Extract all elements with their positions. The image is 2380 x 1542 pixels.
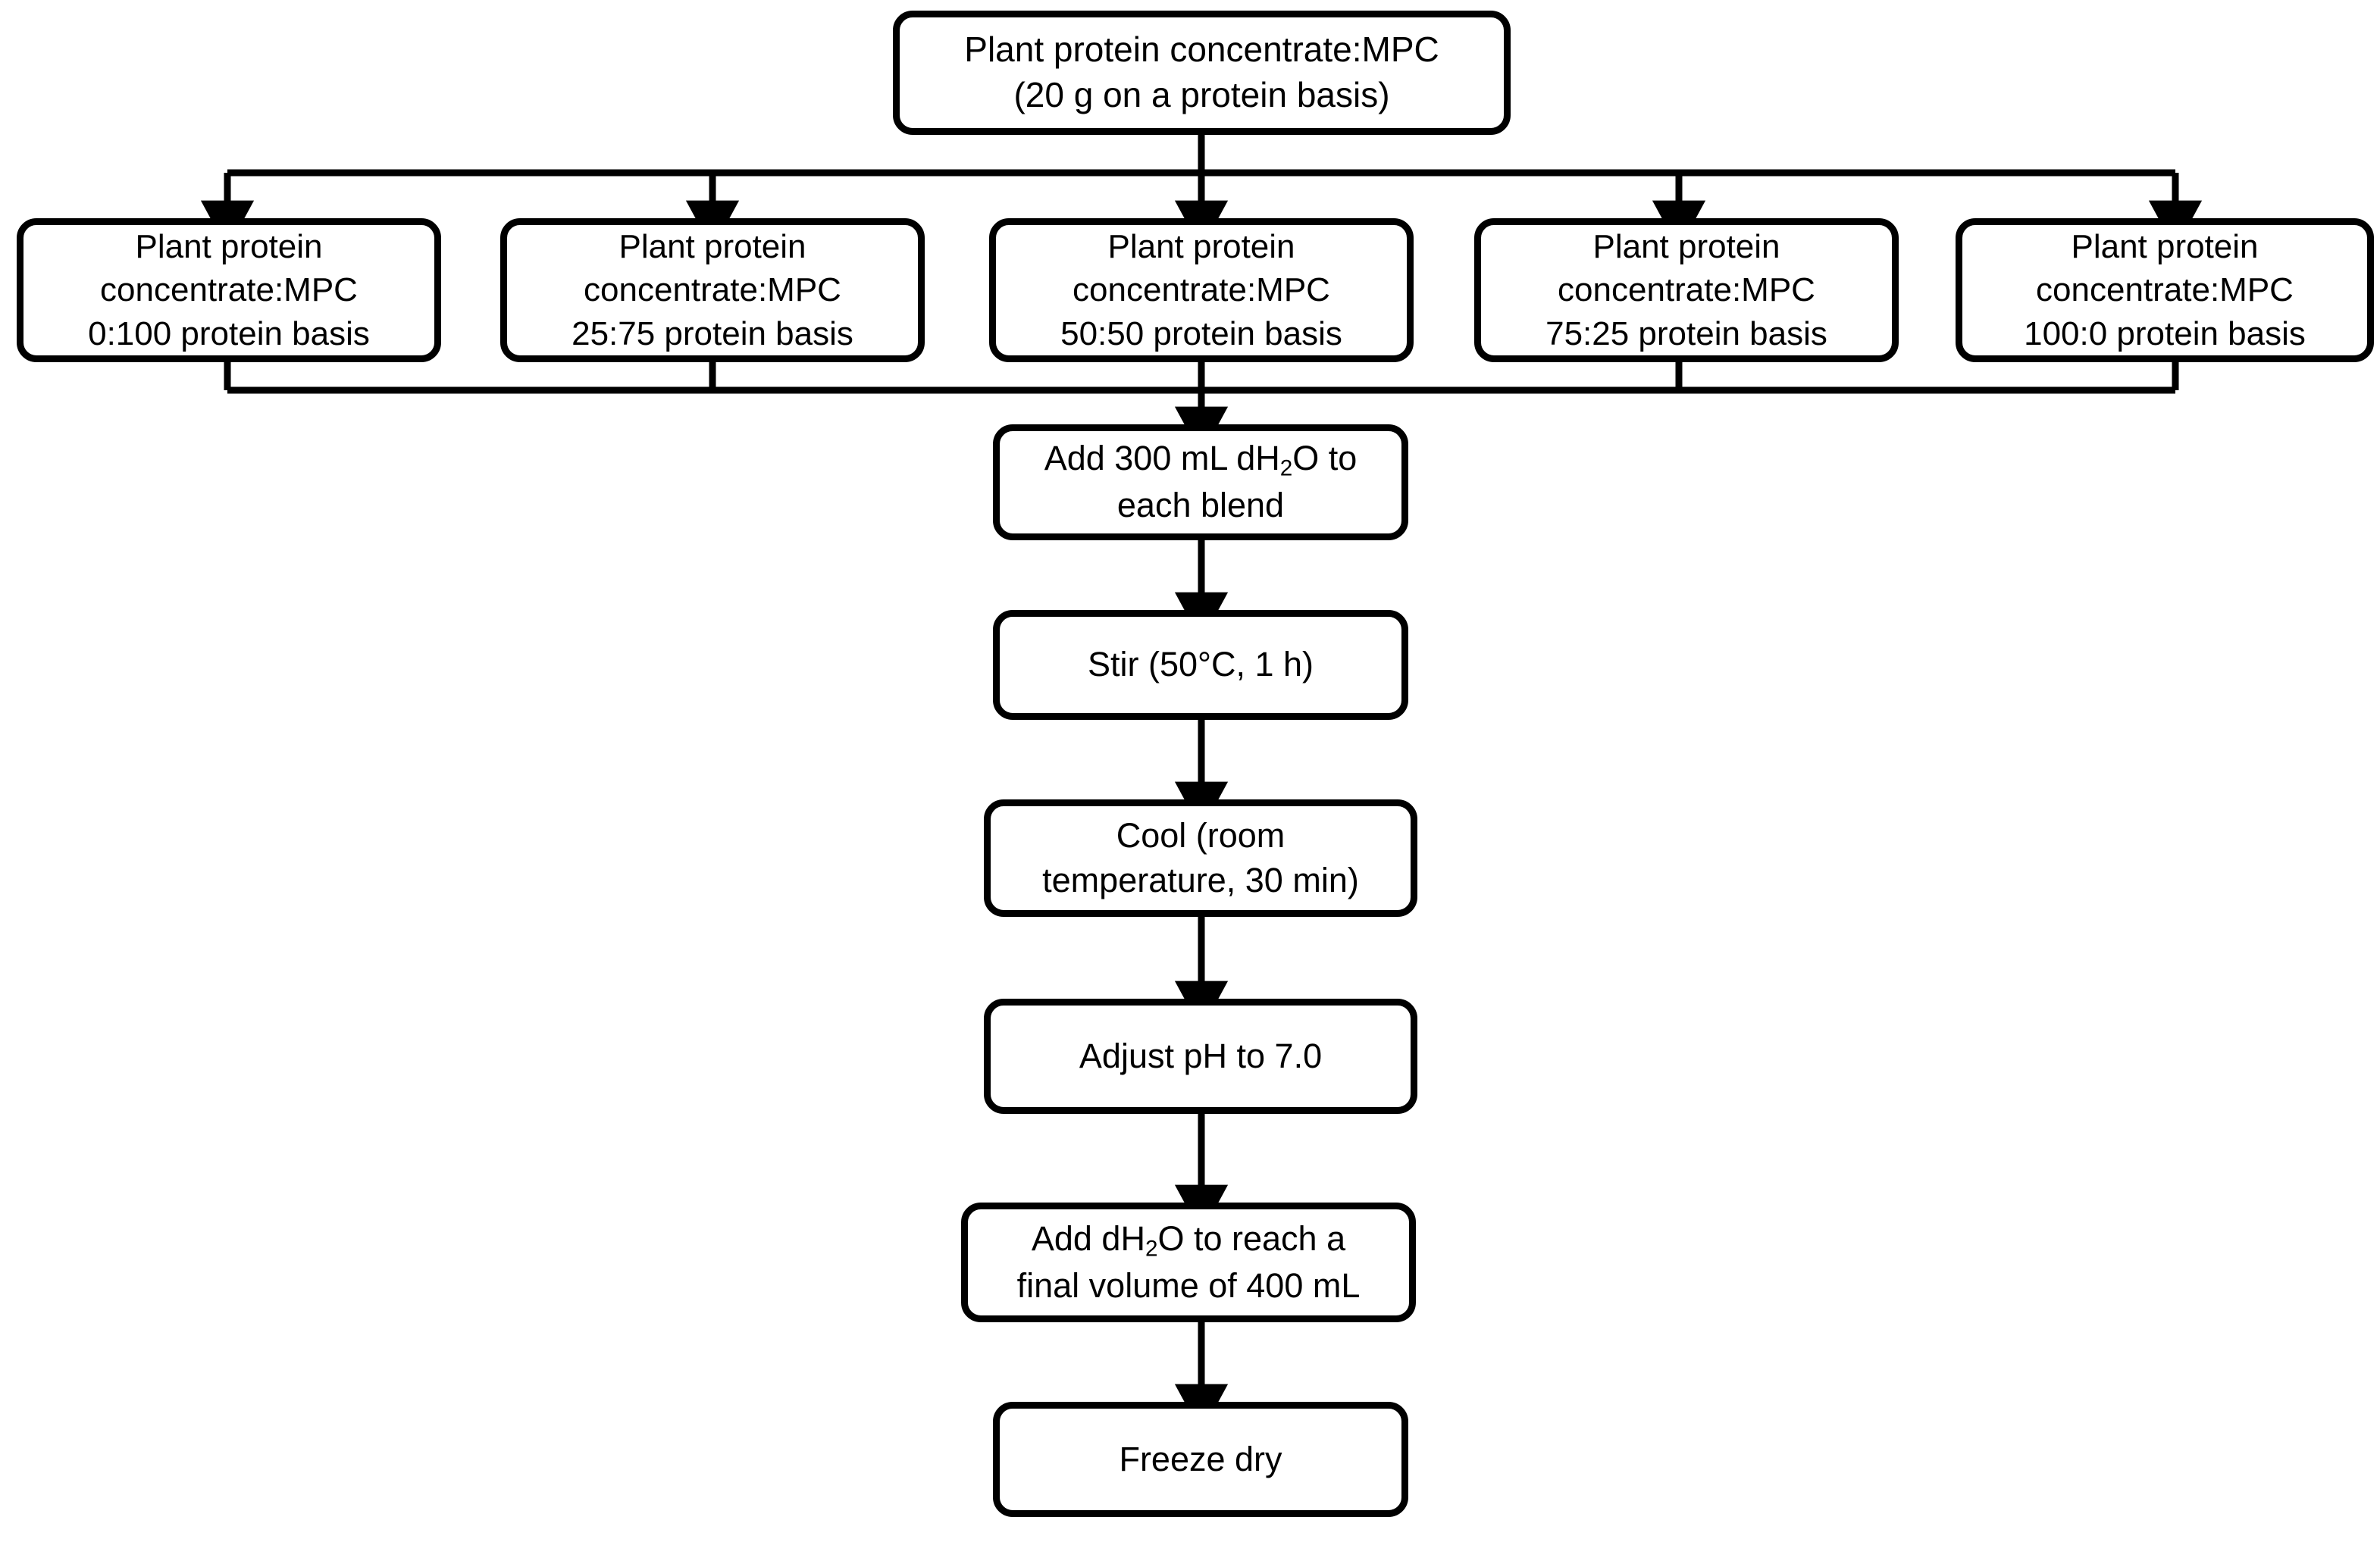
node-step-freeze-dry-label: Freeze dry (1119, 1439, 1282, 1478)
node-step-cool[interactable]: Cool (room temperature, 30 min) (984, 799, 1417, 917)
node-root[interactable]: Plant protein concentrate:MPC (20 g on a… (893, 11, 1511, 135)
node-step-adjust-ph[interactable]: Adjust pH to 7.0 (984, 999, 1417, 1114)
node-branch-75-25[interactable]: Plant protein concentrate:MPC 75:25 prot… (1474, 218, 1899, 362)
node-branch-100-0-label: Plant protein concentrate:MPC 100:0 prot… (2024, 228, 2306, 352)
node-branch-50-50-label: Plant protein concentrate:MPC 50:50 prot… (1060, 228, 1342, 352)
node-branch-100-0[interactable]: Plant protein concentrate:MPC 100:0 prot… (1956, 218, 2374, 362)
node-branch-75-25-label: Plant protein concentrate:MPC 75:25 prot… (1545, 228, 1827, 352)
node-step-cool-label: Cool (room temperature, 30 min) (1042, 816, 1359, 899)
node-branch-0-100[interactable]: Plant protein concentrate:MPC 0:100 prot… (17, 218, 441, 362)
node-root-label: Plant protein concentrate:MPC (20 g on a… (964, 30, 1439, 114)
node-branch-0-100-label: Plant protein concentrate:MPC 0:100 prot… (88, 228, 370, 352)
node-step-adjust-ph-label: Adjust pH to 7.0 (1079, 1036, 1323, 1075)
node-step-stir[interactable]: Stir (50°C, 1 h) (993, 610, 1408, 720)
node-branch-25-75[interactable]: Plant protein concentrate:MPC 25:75 prot… (500, 218, 925, 362)
node-step-stir-label: Stir (50°C, 1 h) (1087, 645, 1314, 684)
node-branch-25-75-label: Plant protein concentrate:MPC 25:75 prot… (572, 228, 853, 352)
node-branch-50-50[interactable]: Plant protein concentrate:MPC 50:50 prot… (989, 218, 1414, 362)
node-step-freeze-dry[interactable]: Freeze dry (993, 1402, 1408, 1517)
